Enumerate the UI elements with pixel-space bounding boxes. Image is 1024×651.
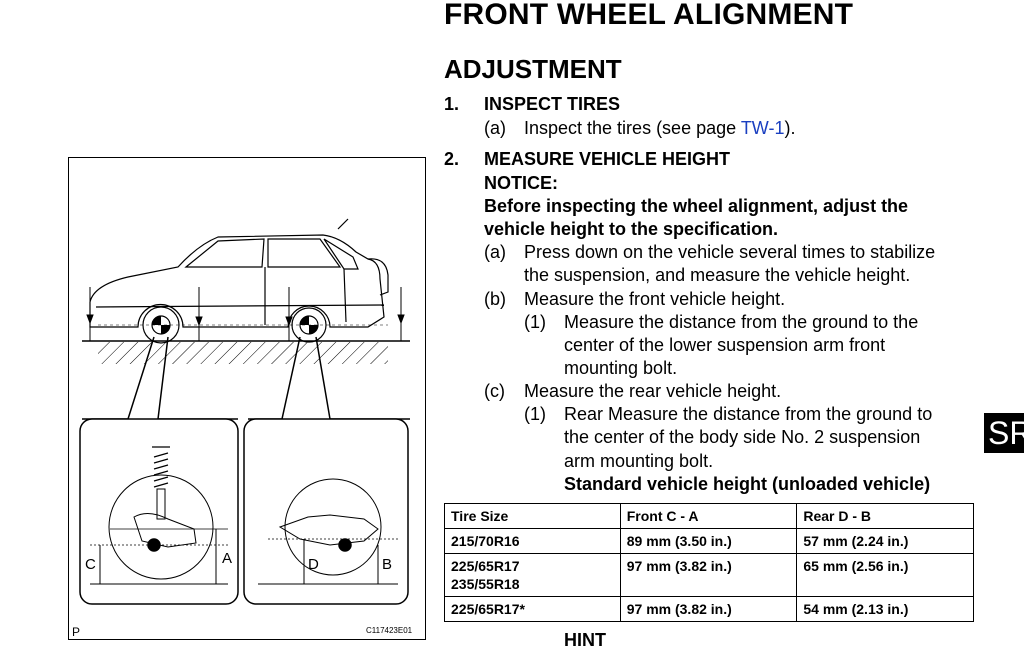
label-b: B [382,556,392,573]
table-row: 215/70R16 89 mm (3.50 in.) 57 mm (2.24 i… [444,528,974,554]
table-cell: 97 mm (3.82 in.) [619,596,798,622]
step-2-heading: MEASURE VEHICLE HEIGHT [484,149,731,169]
table-cell: 57 mm (2.24 in.) [796,528,974,554]
notice-text-1: Before inspecting the wheel alignment, a… [484,196,909,216]
step-2b1-label: (1) [524,312,546,332]
page-title: FRONT WHEEL ALIGNMENT [444,0,854,31]
ground-hatch [82,340,410,364]
step-2c1-text-2: the center of the body side No. 2 suspen… [564,427,921,447]
table-header-cell: Rear D - B [796,503,974,529]
table-cell: 215/70R16 [444,528,621,554]
step-2-number: 2. [444,149,460,169]
table-header-cell: Tire Size [444,503,621,529]
label-c: C [85,556,96,573]
table-cell: 89 mm (3.50 in.) [619,528,798,554]
step-2c1-text-3: arm mounting bolt. [564,451,714,471]
step-1a-label: (a) [484,118,506,138]
step-2a-text-1: Press down on the vehicle several times … [524,242,936,262]
step-1-number: 1. [444,94,460,114]
step-1a-text: Inspect the tires (see page TW-1). [524,118,796,138]
notice-text-2: vehicle height to the specification. [484,219,779,239]
step-1-heading: INSPECT TIRES [484,94,621,114]
step-2c-text: Measure the rear vehicle height. [524,381,782,401]
table-row: 225/65R17* 97 mm (3.82 in.) 54 mm (2.13 … [444,596,974,622]
measure-arrow [86,287,405,341]
tw1-link[interactable]: TW-1 [740,118,785,138]
rear-suspension-detail [243,418,409,605]
step-2c-label: (c) [484,381,505,401]
notice-label: NOTICE: [484,173,558,193]
table-header-row: Tire Size Front C - A Rear D - B [444,503,974,529]
section-title: ADJUSTMENT [444,54,622,84]
table-cell: 97 mm (3.82 in.) [619,553,798,597]
label-a: A [222,550,232,567]
corner-mark: P [72,625,80,639]
label-d: D [308,556,319,573]
step-2b1-text-1: Measure the distance from the ground to … [564,312,919,332]
vehicle-height-diagram: C A D B P C117423E01 [68,157,426,640]
step-2a-text-2: the suspension, and measure the vehicle … [524,265,911,285]
spec-heading: Standard vehicle height (unloaded vehicl… [564,474,931,494]
step-2b1-text-3: mounting bolt. [564,358,678,378]
figure-code: C117423E01 [366,626,413,635]
table-cell: 225/65R17* [444,596,621,622]
step-2a-label: (a) [484,242,506,262]
step-2b-text: Measure the front vehicle height. [524,289,786,309]
step-2b-label: (b) [484,289,506,309]
table-cell: 65 mm (2.56 in.) [796,553,974,597]
section-tab: SR [984,413,1024,453]
hint-label: HINT [564,630,606,650]
wheel-center-marker [152,316,318,334]
table-cell: 54 mm (2.13 in.) [796,596,974,622]
front-suspension-detail [79,418,239,605]
step-2c1-text-1: Rear Measure the distance from the groun… [564,404,933,424]
step-2c1-label: (1) [524,404,546,424]
step-2b1-text-2: center of the lower suspension arm front [564,335,886,355]
table-header-cell: Front C - A [619,503,798,529]
vehicle-height-table: Tire Size Front C - A Rear D - B 215/70R… [444,503,974,622]
